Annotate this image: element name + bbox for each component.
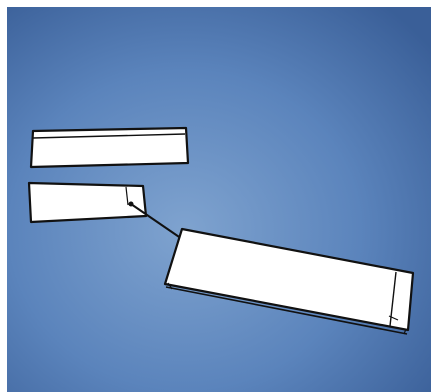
middle-paper-strip (29, 183, 146, 222)
top-paper-strip (31, 128, 188, 167)
